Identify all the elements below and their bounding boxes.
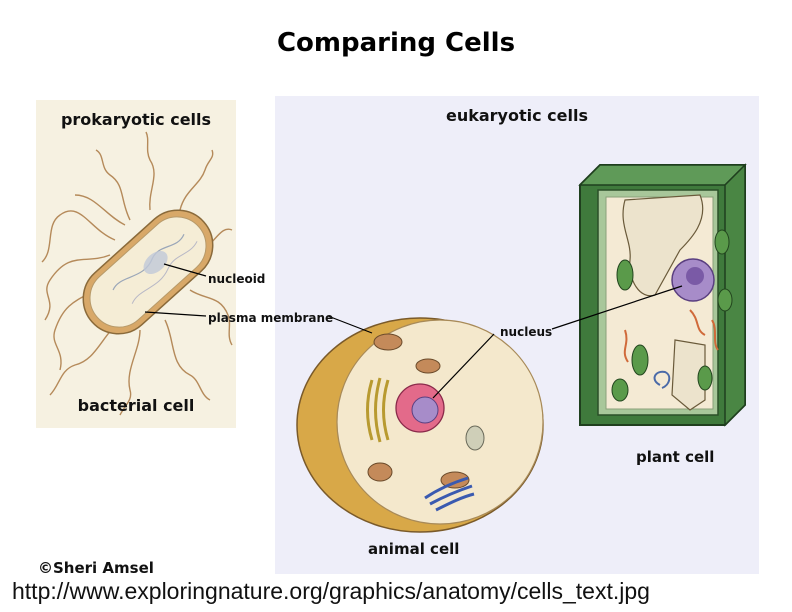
callout-lines — [144, 263, 683, 399]
nucleoid-callout-line — [163, 263, 207, 277]
plant-cell-drawing — [578, 163, 747, 427]
nucleoid-label: nucleoid — [208, 272, 266, 286]
nucleus-label: nucleus — [500, 325, 553, 339]
plant-cell-label: plant cell — [636, 448, 715, 466]
eukaryotic-heading: eukaryotic cells — [445, 106, 588, 125]
membrane-callout-line-bacteria — [144, 311, 207, 317]
animal-cell-label: animal cell — [368, 540, 460, 558]
diagram-title: Comparing Cells — [276, 28, 516, 58]
nucleus-callout-line-animal — [432, 333, 495, 399]
prokaryotic-heading: prokaryotic cells — [60, 110, 212, 129]
source-url: http://www.exploringnature.org/graphics/… — [12, 578, 650, 604]
bacterial-cell-label: bacterial cell — [77, 396, 195, 415]
membrane-callout-line-animal — [327, 315, 373, 334]
animal-cell-drawing — [296, 317, 544, 533]
bacterial-cell-drawing — [41, 131, 233, 416]
plasma-membrane-label: plasma membrane — [208, 311, 334, 325]
copyright-notice: ©Sheri Amsel — [38, 559, 154, 577]
nucleus-callout-line-plant — [551, 285, 683, 330]
